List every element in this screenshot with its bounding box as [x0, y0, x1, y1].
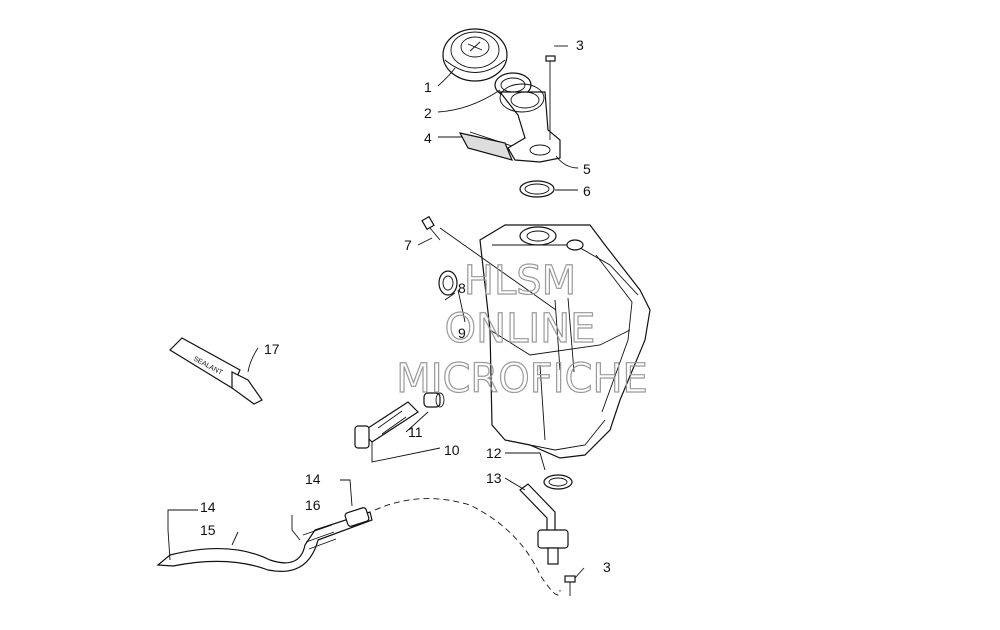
- o-ring-upper: [519, 180, 555, 198]
- fuel-cap: [442, 28, 508, 82]
- callout-16: 16: [305, 497, 321, 513]
- drain-elbow: [519, 483, 569, 565]
- sealant-tube: SEALANT: [169, 337, 263, 405]
- watermark-line2: ONLINE: [445, 306, 596, 352]
- callout-11: 11: [408, 424, 423, 440]
- callout-12: 12: [486, 445, 502, 461]
- callout-13: 13: [486, 470, 502, 486]
- callout-14-left: 14: [200, 499, 216, 515]
- callout-3-bottom: 3: [603, 559, 611, 575]
- seal-strip: [458, 131, 514, 161]
- callout-1: 1: [424, 79, 432, 95]
- grommet: [438, 270, 458, 296]
- filler-neck: [498, 83, 561, 163]
- fuel-tank: [479, 224, 651, 459]
- callout-4: 4: [424, 130, 432, 146]
- callout-3-top: 3: [576, 37, 584, 53]
- callout-9: 9: [458, 325, 466, 341]
- watermark: HLSM ONLINE MICROFICHE: [396, 257, 649, 402]
- callout-2: 2: [424, 105, 432, 121]
- screw-side: [421, 215, 441, 241]
- callout-10: 10: [444, 442, 460, 458]
- callout-14-right: 14: [305, 471, 321, 487]
- callout-17: 17: [264, 341, 280, 357]
- callouts: 1 2 3 4 5 6 7 8 9 10 11 12 13 14 14 15 1…: [200, 37, 611, 575]
- callout-6: 6: [583, 183, 591, 199]
- callout-5: 5: [583, 161, 591, 177]
- leader-lines: [167, 45, 585, 579]
- screw-bottom: [564, 575, 576, 596]
- screw-top: [545, 55, 556, 74]
- o-ring-lower: [543, 474, 573, 490]
- callout-8: 8: [458, 280, 466, 296]
- fuel-hose: [156, 498, 561, 596]
- fuel-valve: [354, 392, 445, 449]
- callout-7: 7: [404, 237, 412, 253]
- watermark-line1: HLSM: [464, 258, 576, 304]
- callout-15: 15: [200, 522, 216, 538]
- watermark-line3: MICROFICHE: [396, 356, 648, 402]
